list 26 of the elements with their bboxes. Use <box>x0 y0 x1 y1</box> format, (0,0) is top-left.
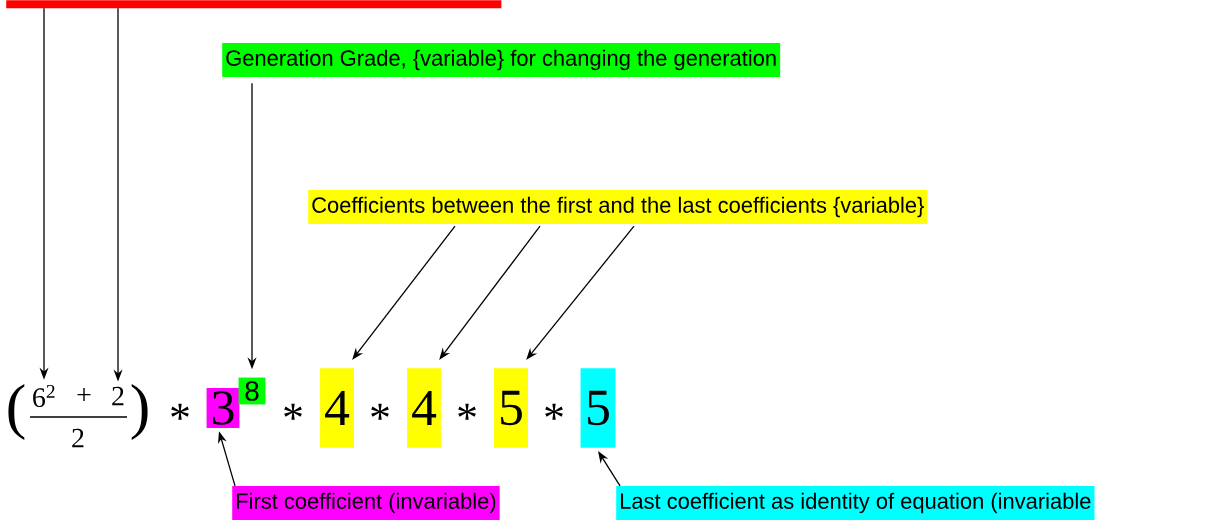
multiplication-sign: * <box>458 403 476 420</box>
denominator: 2 <box>72 428 84 448</box>
numerator-term: 2 <box>112 386 124 406</box>
multiplication-sign: * <box>371 403 389 420</box>
plus-sign: + <box>77 388 91 402</box>
annotation-label: Generation Grade, {variable} for changing the generation <box>222 43 781 77</box>
highlighted-digit: 5 <box>580 368 616 448</box>
highlighted-digit: 4 <box>407 368 441 448</box>
annotation-label: Coefficients between the first and the last coefficients {variable} <box>308 190 928 224</box>
parenthesis: ( <box>8 384 25 440</box>
arrow <box>598 451 621 487</box>
highlight-box <box>6 0 502 9</box>
multiplication-sign: * <box>284 403 302 420</box>
arrow <box>439 225 541 360</box>
highlighted-digit: 5 <box>494 368 528 448</box>
multiplication-sign: * <box>171 403 189 420</box>
parenthesis: ) <box>131 384 148 440</box>
numerator-term: 6$^{2}$ <box>33 384 55 408</box>
highlighted-digit: 4 <box>320 368 354 448</box>
highlighted-digit: 3 <box>206 388 240 428</box>
arrow <box>352 225 456 360</box>
exponent-digit: 8 <box>238 377 266 405</box>
annotation-label: Last coefficient as identity of equation (invariable <box>616 486 1095 520</box>
annotation-label: First coefficient (invariable) <box>232 486 500 520</box>
arrow <box>526 225 635 360</box>
multiplication-sign: * <box>545 403 563 420</box>
